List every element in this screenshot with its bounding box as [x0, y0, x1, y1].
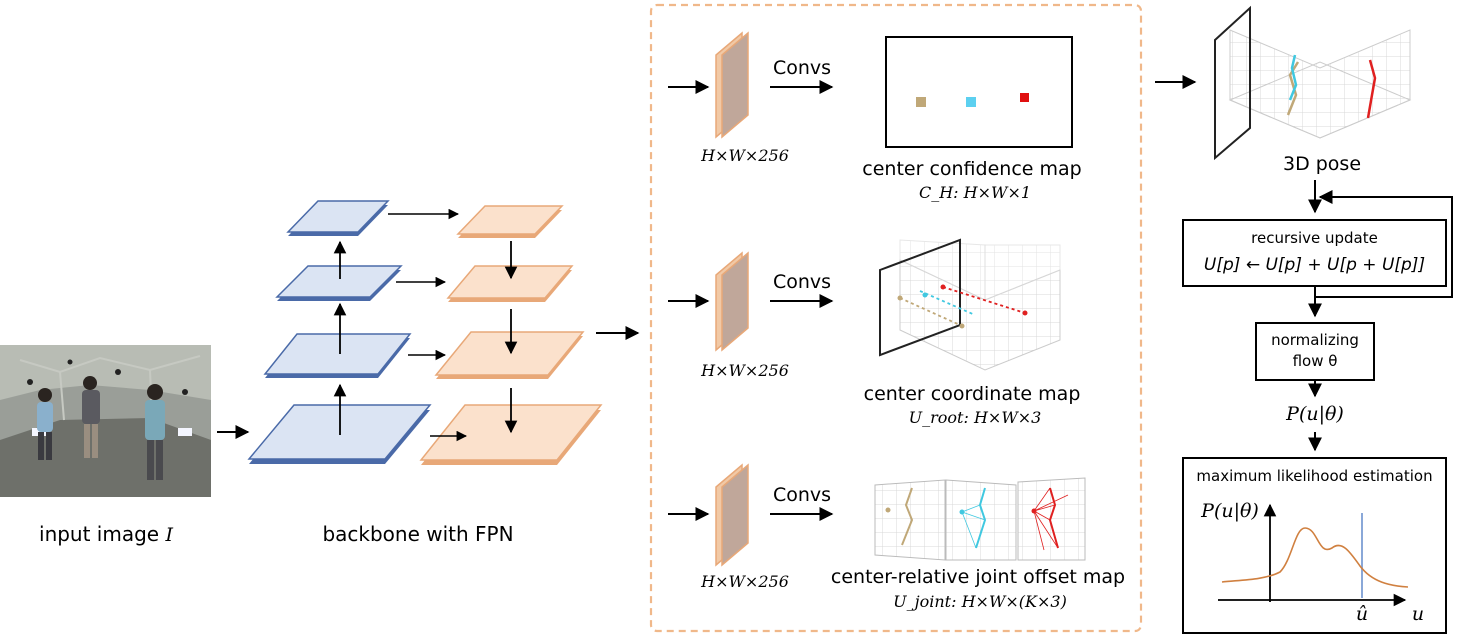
convs-label-3: Convs — [772, 484, 832, 506]
likelihood-curve — [1221, 527, 1409, 588]
person-middle-figure — [82, 376, 100, 458]
center-confidence-label: center confidence map — [862, 158, 1082, 180]
pose-person-red — [1366, 59, 1377, 119]
head-coordinate — [668, 238, 1061, 371]
mle-uhat-label: û — [1355, 603, 1369, 625]
recursive-update-title: recursive update — [1251, 229, 1378, 247]
pose-person-tan — [1286, 61, 1300, 116]
feat-shape-2: H×W×256 — [701, 361, 789, 380]
input-image — [0, 345, 211, 497]
pose-person-cyan — [1288, 54, 1298, 101]
pose-3d-label: 3D pose — [1282, 153, 1362, 175]
mle-y-label: P(u|θ) — [1201, 500, 1259, 522]
normalizing-line-2: flow θ — [1292, 352, 1338, 370]
confidence-peak-cyan — [966, 97, 976, 107]
offset-panel-tan — [874, 479, 946, 561]
input-image-label: input image I — [39, 522, 173, 546]
backbone-label: backbone with FPN — [322, 522, 514, 546]
head-joint-offset — [668, 463, 1086, 567]
pose-3d-plot — [1214, 5, 1412, 161]
offset-panel-red — [1017, 477, 1086, 561]
confidence-map-frame — [885, 36, 1073, 148]
center-coordinate-formula: U_root: H×W×3 — [908, 408, 1042, 427]
fpn-orange-level-3 — [446, 265, 574, 302]
feat-shape-3: H×W×256 — [701, 572, 789, 591]
joint-offset-label: center-relative joint offset map — [830, 566, 1126, 588]
fpn-blue-level-4 — [286, 200, 390, 236]
prediction-heads-frame — [649, 3, 1143, 633]
fpn-orange-level-4 — [456, 205, 564, 238]
pose-image-plane — [1214, 5, 1251, 161]
person-right-figure — [145, 384, 165, 480]
normalizing-line-1: normalizing — [1271, 331, 1359, 349]
mle-title: maximum likelihood estimation — [1196, 467, 1433, 485]
offset-panel-cyan — [945, 479, 1017, 561]
recursive-update-formula: U[p] ← U[p] + U[p + U[p]] — [1203, 255, 1426, 275]
center-confidence-formula: C_H: H×W×1 — [918, 183, 1032, 202]
convs-label-1: Convs — [772, 57, 832, 79]
feat-shape-1: H×W×256 — [701, 146, 789, 165]
center-coordinate-label: center coordinate map — [863, 383, 1081, 405]
convs-label-2: Convs — [772, 271, 832, 293]
confidence-peak-red — [1020, 93, 1029, 102]
likelihood-label: P(u|θ) — [1286, 403, 1344, 425]
person-left-figure — [37, 388, 53, 460]
fpn-blue-level-2 — [263, 333, 412, 378]
normalizing-flow-box — [1255, 322, 1375, 381]
mle-plot — [1218, 503, 1409, 607]
fpn-backbone — [247, 200, 603, 465]
confidence-peak-tan — [916, 97, 926, 107]
fpn-blue-level-3 — [275, 265, 403, 301]
mle-x-label: u — [1411, 603, 1425, 625]
fpn-orange-level-2 — [434, 331, 585, 379]
head-confidence — [668, 31, 1073, 148]
recursive-loop-arrow — [1314, 190, 1453, 298]
joint-offset-formula: U_joint: H×W×(K×3) — [893, 592, 1067, 611]
